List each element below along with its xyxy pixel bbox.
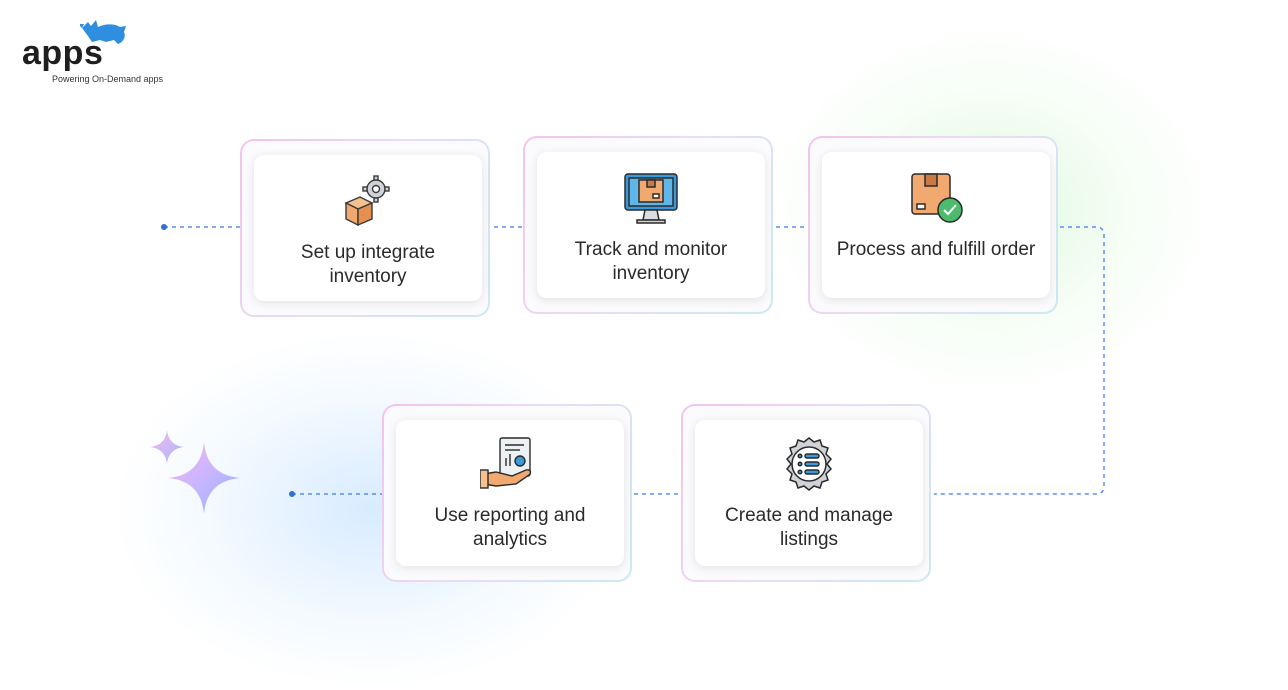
rhino-logo-icon <box>80 20 126 44</box>
flow-start-dot <box>161 224 167 230</box>
flow-end-dot <box>289 491 295 497</box>
step-card-reporting[interactable]: Use reporting and analytics <box>382 404 632 582</box>
step-card-inner: Track and monitor inventory <box>537 152 765 298</box>
step-card-track[interactable]: Track and monitor inventory <box>523 136 773 314</box>
sparkle-large-icon <box>168 442 240 514</box>
hand-report-icon <box>480 437 532 489</box>
step-label: Use reporting and analytics <box>434 505 586 550</box>
boxes-gear-icon <box>344 175 390 227</box>
brand-name: apps <box>22 34 104 72</box>
box-check-icon <box>911 173 963 223</box>
step-label: Track and monitor inventory <box>574 239 728 284</box>
step-card-inner: Create and manage listings <box>695 420 923 566</box>
step-card-setup[interactable]: Set up integrate inventory <box>240 139 490 317</box>
gear-list-icon <box>785 437 833 491</box>
step-label: Set up integrate inventory <box>300 242 436 287</box>
step-label: Create and manage listings <box>725 505 893 550</box>
step-card-inner: Process and fulfill order <box>822 152 1050 298</box>
step-card-inner: Set up integrate inventory <box>254 155 482 301</box>
monitor-box-icon <box>624 173 678 224</box>
sparkle-small-icon <box>150 430 184 464</box>
step-card-listings[interactable]: Create and manage listings <box>681 404 931 582</box>
brand-tagline: Powering On-Demand apps <box>52 74 164 84</box>
step-card-process[interactable]: Process and fulfill order <box>808 136 1058 314</box>
step-card-inner: Use reporting and analytics <box>396 420 624 566</box>
brand-logo[interactable]: apps Powering On-Demand apps <box>20 18 190 90</box>
step-label: Process and fulfill order <box>836 239 1036 260</box>
